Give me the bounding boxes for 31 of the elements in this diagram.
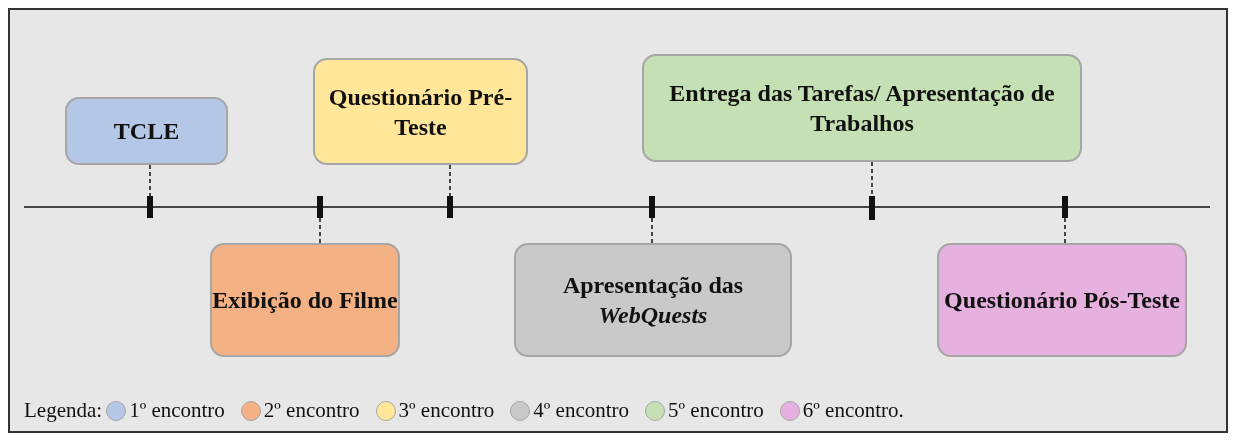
- event-box: [937, 243, 1187, 357]
- leader-line: [449, 164, 451, 197]
- event-label: Exibição do Filme: [212, 286, 398, 315]
- leader-line: [871, 161, 873, 197]
- tick-mark: [447, 196, 453, 218]
- legend-label: 5º encontro: [668, 398, 764, 423]
- tick-mark: [147, 196, 153, 218]
- legend-label: 3º encontro: [398, 398, 495, 423]
- event-label: Questionário Pós-Teste: [944, 286, 1180, 315]
- event-label: Questionário Pré-Teste: [327, 82, 514, 142]
- event-label: TCLE: [113, 117, 180, 146]
- legend-label: 6º encontro.: [802, 398, 904, 423]
- event-box: [514, 243, 792, 357]
- leader-line: [319, 217, 321, 244]
- event-box: [210, 243, 400, 357]
- legend-label: 1º encontro: [129, 398, 225, 423]
- tick-mark: [649, 196, 655, 218]
- event-label: Entrega das Tarefas/ Apresentação de Trabalhos: [668, 79, 1056, 138]
- legend-title: Legenda:: [24, 398, 103, 423]
- leader-line: [651, 217, 653, 244]
- legend-label: 2º encontro: [263, 398, 360, 423]
- leader-line: [1064, 217, 1066, 244]
- event-box: [642, 54, 1082, 162]
- tick-mark: [869, 196, 875, 220]
- leader-line: [149, 164, 151, 197]
- event-box: [65, 97, 228, 165]
- tick-mark: [317, 196, 323, 218]
- legend-label: 4º encontro: [533, 398, 630, 423]
- tick-mark: [1062, 196, 1068, 218]
- event-box: [313, 58, 528, 165]
- event-label: Apresentação das WebQuests: [561, 271, 745, 330]
